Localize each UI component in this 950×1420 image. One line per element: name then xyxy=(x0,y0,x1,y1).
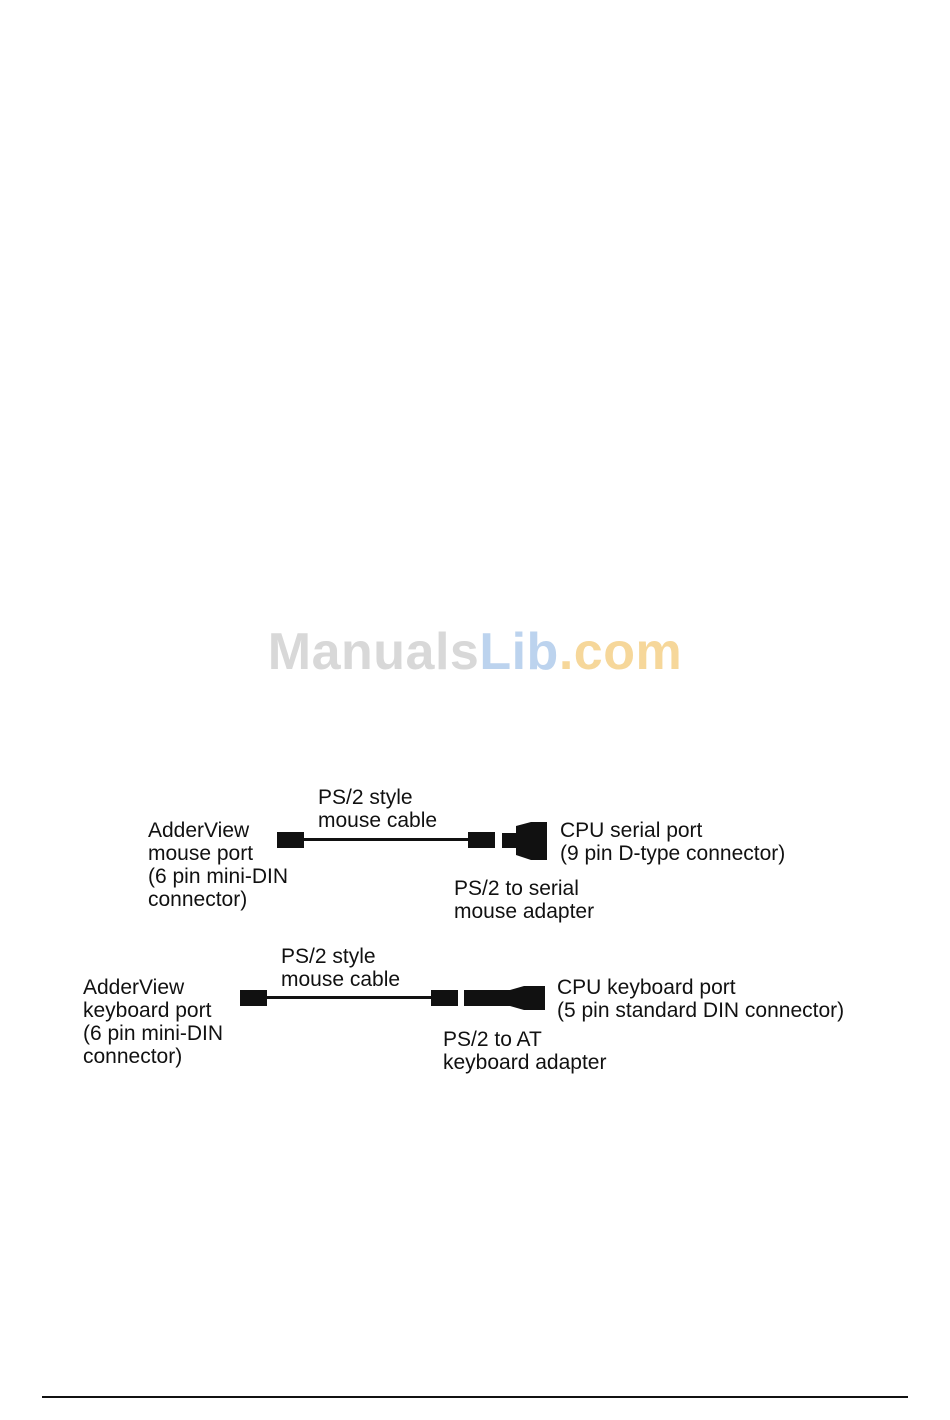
mouse-cable-label-line: mouse cable xyxy=(318,809,438,832)
adderview-keyboard-port-label: AdderView keyboard port (6 pin mini-DIN … xyxy=(83,976,223,1068)
keyboard-cable-label-line: PS/2 style xyxy=(281,945,376,968)
manualslib-watermark: ManualsLib.com xyxy=(0,622,950,682)
at-adapter-connector xyxy=(464,986,545,1010)
at-adapter-label: PS/2 to AT keyboard adapter xyxy=(443,1028,606,1074)
keyboard-cable-label-line: mouse cable xyxy=(281,968,401,991)
watermark-com: .com xyxy=(558,623,683,681)
adderview-mouse-port-label-line: mouse port xyxy=(148,842,254,865)
keyboard-cable-label: PS/2 style mouse cable xyxy=(281,945,400,991)
adderview-mouse-port-label-line: connector) xyxy=(148,888,248,911)
adderview-mouse-port-label-line: AdderView xyxy=(148,819,250,842)
serial-adapter-label-line: mouse adapter xyxy=(454,900,595,923)
cpu-keyboard-port-label-line: CPU keyboard port xyxy=(557,976,736,999)
ps2-mouse-plug xyxy=(468,832,495,848)
cpu-keyboard-port-label-line: (5 pin standard DIN connector) xyxy=(557,999,845,1022)
mouse-cable-wire xyxy=(304,838,468,841)
at-adapter-label-line: PS/2 to AT xyxy=(443,1028,542,1051)
cpu-serial-port-label-line: (9 pin D-type connector) xyxy=(560,842,786,865)
cpu-serial-port-label: CPU serial port (9 pin D-type connector) xyxy=(560,819,785,865)
adderview-keyboard-port-label-line: (6 pin mini-DIN xyxy=(83,1022,224,1045)
mouse-cable-label-line: PS/2 style xyxy=(318,786,413,809)
serial-adapter-connector xyxy=(502,822,547,860)
adderview-keyboard-plug xyxy=(240,990,267,1006)
ps2-keyboard-plug xyxy=(431,990,458,1006)
mouse-cable-label: PS/2 style mouse cable xyxy=(318,786,437,832)
keyboard-cable-wire xyxy=(267,996,431,999)
serial-adapter-label: PS/2 to serial mouse adapter xyxy=(454,877,594,923)
adderview-keyboard-port-label-line: connector) xyxy=(83,1045,183,1068)
adderview-mouse-port-label: AdderView mouse port (6 pin mini-DIN con… xyxy=(148,819,288,911)
watermark-lib: Lib xyxy=(479,623,559,681)
at-adapter-label-line: keyboard adapter xyxy=(443,1051,607,1074)
adderview-mouse-port-label-line: (6 pin mini-DIN xyxy=(148,865,289,888)
serial-adapter-label-line: PS/2 to serial xyxy=(454,877,579,900)
footer-divider xyxy=(42,1396,908,1398)
adderview-keyboard-port-label-line: AdderView xyxy=(83,976,185,999)
watermark-manuals: Manuals xyxy=(267,623,480,681)
cpu-keyboard-port-label: CPU keyboard port (5 pin standard DIN co… xyxy=(557,976,844,1022)
cpu-serial-port-label-line: CPU serial port xyxy=(560,819,703,842)
adderview-keyboard-port-label-line: keyboard port xyxy=(83,999,212,1022)
